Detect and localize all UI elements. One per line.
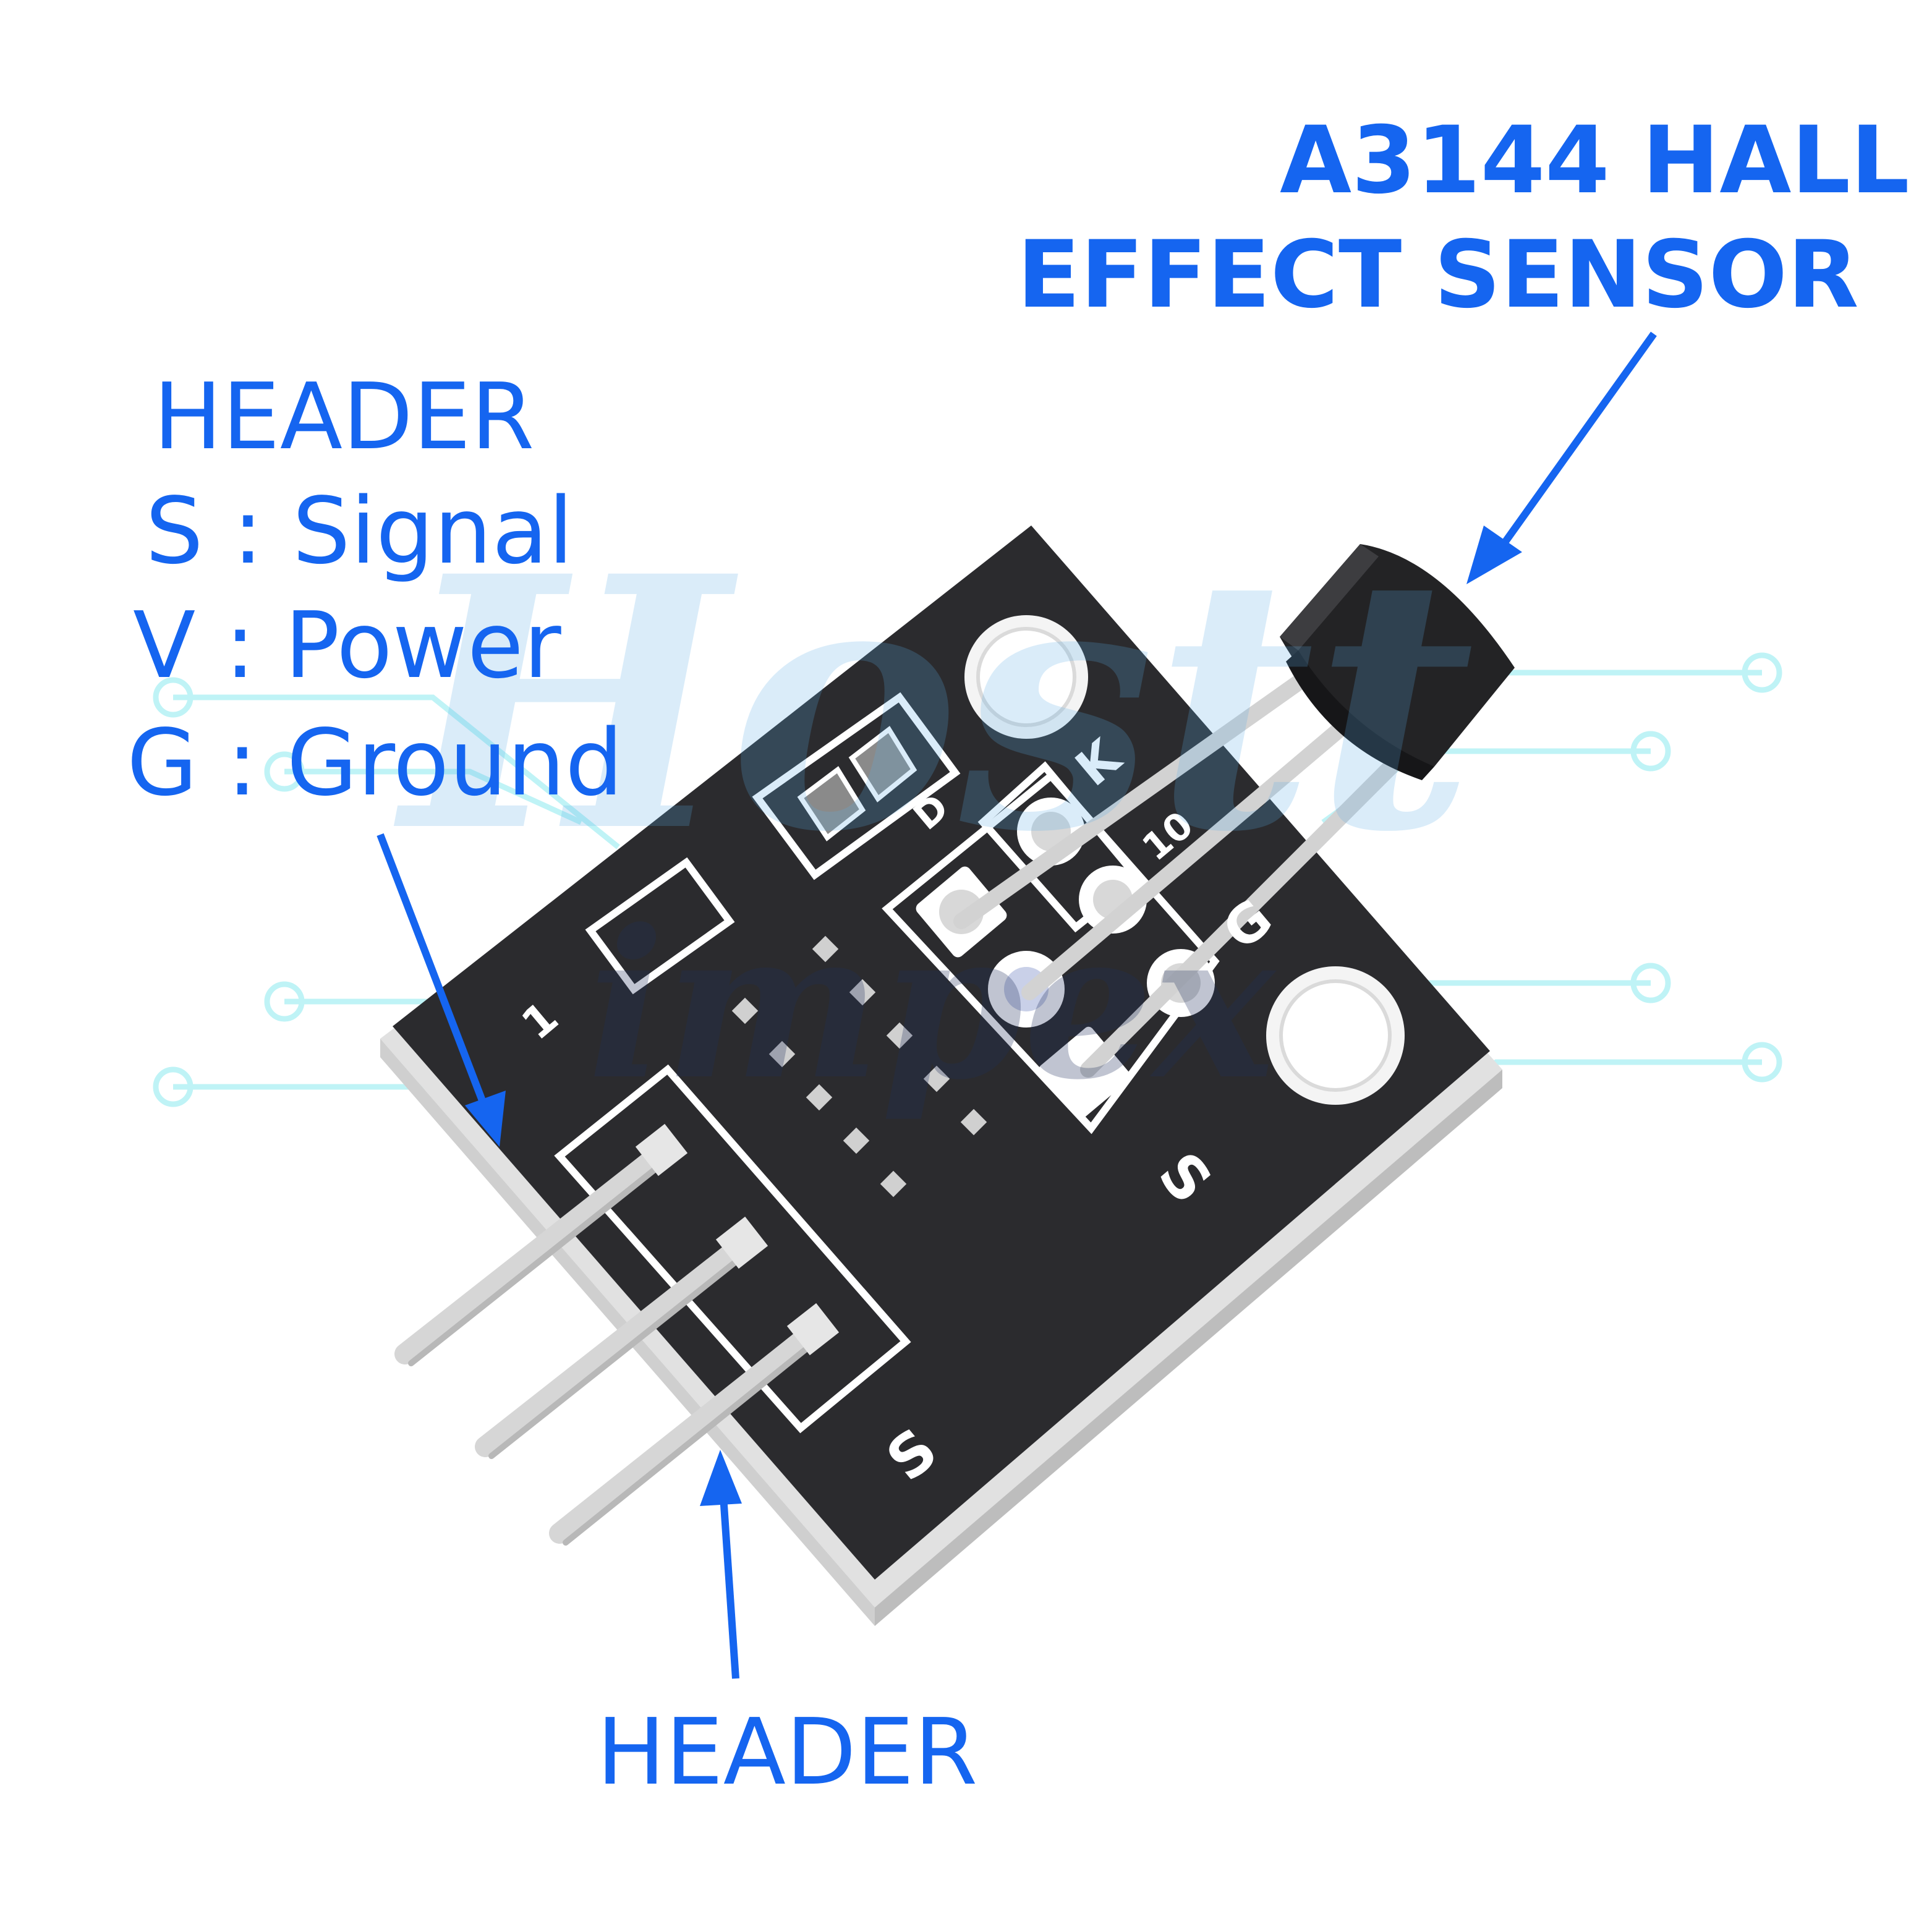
bottom-header-label: HEADER xyxy=(597,1699,978,1805)
sensor-legs xyxy=(953,666,1399,1078)
sensor-title-line1: A3144 HALL xyxy=(1280,107,1910,215)
header-pins xyxy=(394,1123,840,1546)
mounting-hole xyxy=(964,615,1088,739)
legend-header: HEADER xyxy=(153,364,535,470)
arrow-icon xyxy=(1466,331,1657,584)
hall-sensor-body xyxy=(1280,544,1515,780)
arrow-icon xyxy=(377,833,506,1147)
legend-power: V : Power xyxy=(133,592,561,699)
silkscreen-dashes xyxy=(731,935,987,1198)
legend-signal: S : Signal xyxy=(145,478,574,584)
legend-ground: G : Ground xyxy=(127,710,624,816)
sensor-title-line2: EFFECT SENSOR xyxy=(1017,221,1859,329)
arrow-icon xyxy=(700,1450,742,1679)
mounting-hole xyxy=(1266,966,1405,1105)
